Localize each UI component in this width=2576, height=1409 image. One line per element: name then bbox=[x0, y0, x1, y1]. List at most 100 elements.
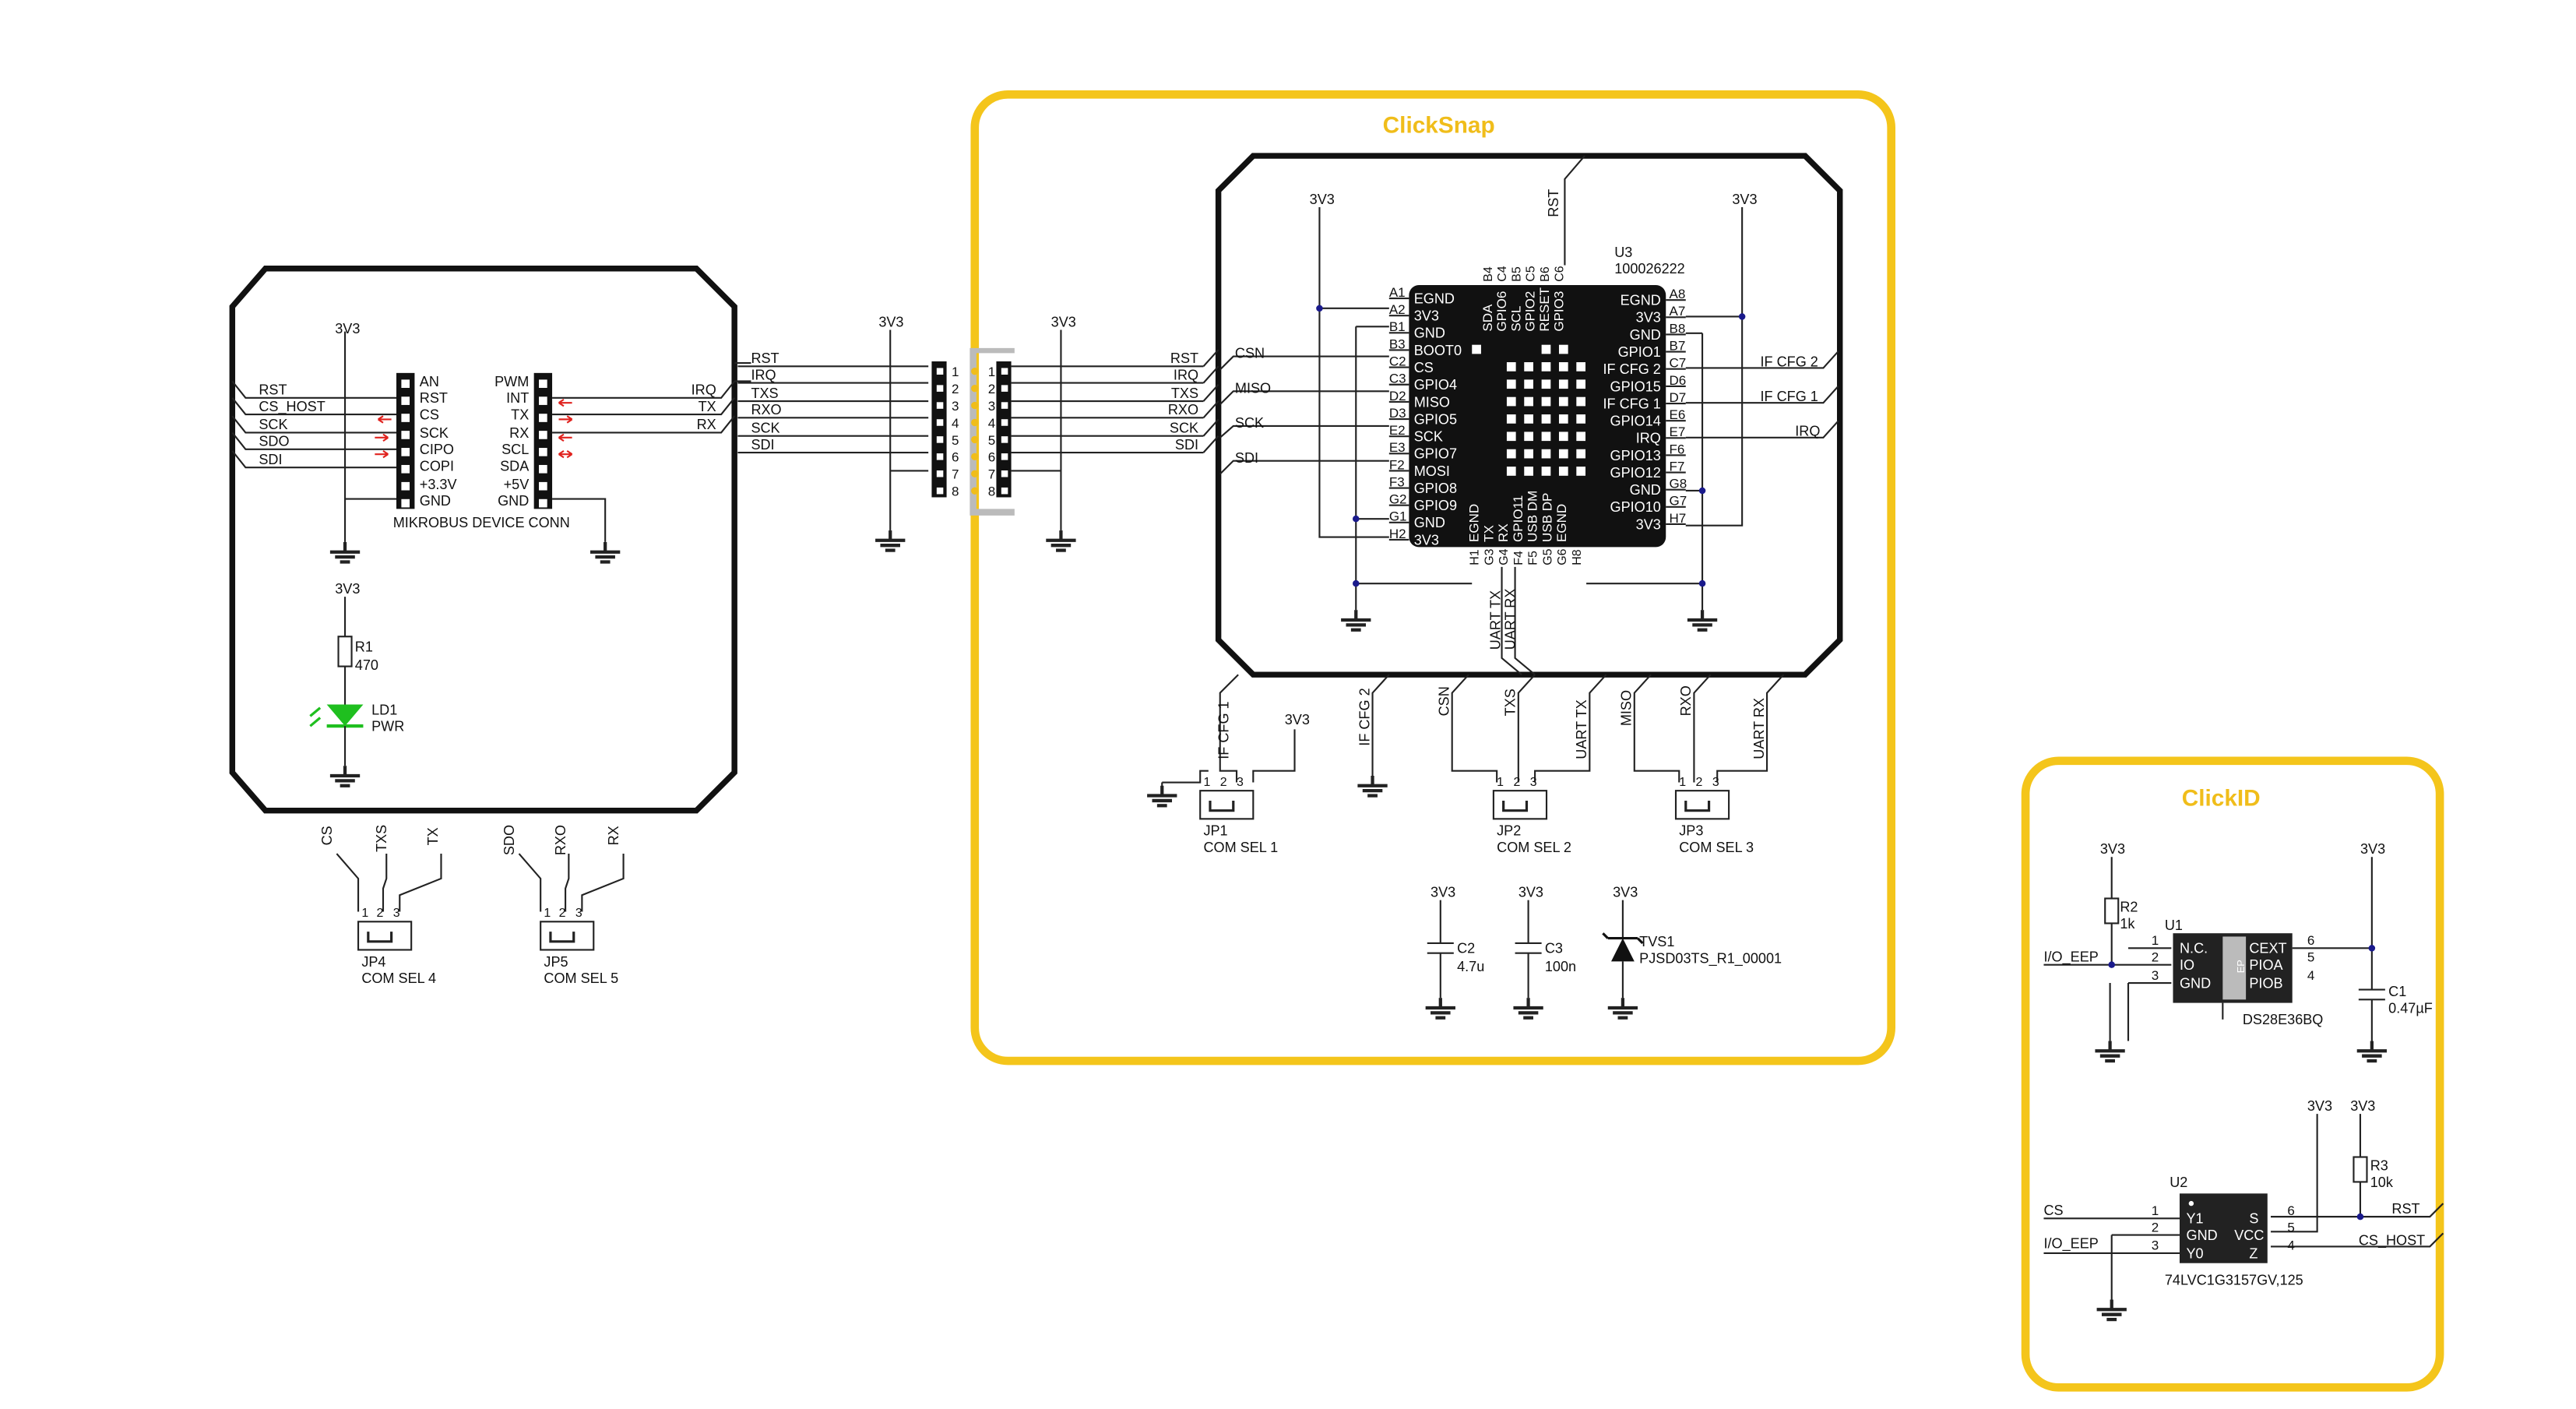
signal-direction-arrows bbox=[375, 399, 573, 459]
u3-right_nets-0-label: IF CFG 2 bbox=[1761, 354, 1818, 369]
conn-pin-number: 5 bbox=[952, 433, 959, 448]
clickid-u2-pins_left-0-label: 1 bbox=[2152, 1203, 2159, 1218]
u3-pin-name: GND bbox=[1630, 327, 1661, 343]
jp3-jumper: MISO RXO UART RX 1 2 3 JP3 COM SEL 3 bbox=[1619, 674, 1785, 855]
u3-part: 100026222 bbox=[1614, 261, 1685, 277]
u3-pin-name: SDA bbox=[1480, 304, 1495, 332]
jumpers-1-label-label: COM SEL 2 bbox=[1497, 840, 1571, 855]
u3-pin-number: E2 bbox=[1389, 423, 1406, 438]
conn-pin-number: 5 bbox=[988, 433, 995, 448]
mb-pin-dot bbox=[401, 498, 410, 508]
u3-ref: U3 bbox=[1614, 245, 1632, 260]
u3-pad bbox=[1576, 414, 1586, 424]
connector-left_nets-5-label: SDI bbox=[751, 437, 774, 453]
clickid-u1-right-1-label: PIOA bbox=[2249, 957, 2283, 973]
u3-pad bbox=[1541, 467, 1551, 476]
clickid-u2-pins_left-2-label: 3 bbox=[2152, 1238, 2159, 1253]
jumpers-0-label-label: COM SEL 1 bbox=[1203, 840, 1278, 855]
mb-pin-scl: SCL bbox=[501, 442, 529, 457]
connector-right_nets-4-label: SCK bbox=[1170, 420, 1198, 435]
conn-pin-number: 1 bbox=[988, 365, 995, 379]
u3-pad bbox=[1524, 432, 1533, 442]
mb-pin-sck: SCK bbox=[420, 425, 449, 441]
u3-left_nets-0-label: CSN bbox=[1235, 346, 1265, 361]
u3-pin-number: B7 bbox=[1669, 338, 1685, 353]
u3-pad bbox=[1506, 432, 1516, 442]
u3-pin-number: C5 bbox=[1525, 266, 1538, 282]
clickid-u1-part-label: DS28E36BQ bbox=[2243, 1012, 2324, 1027]
u3-wiring: 3V3 3V3 CSN MISO SCK SDI IF CFG 2 IF CFG… bbox=[1219, 155, 1839, 676]
u3-pad bbox=[1576, 379, 1586, 389]
conn-pin-marker bbox=[971, 384, 979, 393]
conn-pin-number: 3 bbox=[988, 399, 995, 414]
conn-pin-dot bbox=[936, 402, 944, 409]
u3-pad bbox=[1541, 414, 1551, 424]
power-v33-label: 3V3 bbox=[2360, 841, 2385, 857]
passives-1-ref-label: C3 bbox=[1545, 941, 1563, 956]
u3-left_nets-1-label: MISO bbox=[1235, 380, 1271, 396]
u3-pin-number: H1 bbox=[1469, 549, 1482, 565]
conn-pin-dot bbox=[936, 436, 944, 443]
clicksnap-board-outline bbox=[1215, 153, 1843, 678]
mb-pin-dot bbox=[401, 396, 410, 405]
clickid-nets-io_eep-label: I/O_EEP bbox=[2043, 1236, 2098, 1252]
u3-pin-name: GND bbox=[1630, 482, 1661, 498]
jumper_pins-0-label: 1 bbox=[544, 907, 551, 920]
u3-pin-number: E7 bbox=[1669, 424, 1685, 439]
u3-pin-name: IRQ bbox=[1636, 431, 1661, 446]
clickid-nets-cs_host-label: CS_HOST bbox=[2359, 1232, 2425, 1249]
clickid-frame bbox=[2021, 756, 2444, 1392]
mb-pin-dot bbox=[401, 464, 410, 474]
net-sck: SCK bbox=[259, 417, 287, 432]
jumpers-1-nets-1-label: CSN bbox=[1436, 686, 1452, 716]
u3-pin-number: F4 bbox=[1512, 551, 1526, 565]
clickid-u1-left-1-label: IO bbox=[2180, 957, 2194, 973]
mb-pin-an: AN bbox=[420, 374, 439, 389]
power-v33-label: 3V3 bbox=[1431, 884, 1455, 900]
clickid-u1-ep-label: EP bbox=[2235, 960, 2247, 973]
u3-pin-number: E3 bbox=[1389, 440, 1406, 455]
clickid-u1-pins_right-2-label: 4 bbox=[2307, 968, 2314, 983]
mb-pin-dot bbox=[401, 481, 410, 491]
u3-pin-name: USB DM bbox=[1526, 491, 1540, 542]
mb-pin-copi: COPI bbox=[420, 458, 454, 474]
u3-pad bbox=[1558, 449, 1568, 459]
u3-pin-name: IF CFG 1 bbox=[1603, 396, 1661, 411]
mb-pin-cipo: CIPO bbox=[420, 442, 454, 457]
u3-pad bbox=[1541, 344, 1551, 354]
u3-pin-name: GPIO6 bbox=[1494, 291, 1509, 332]
connector-right_nets-5-label: SDI bbox=[1175, 437, 1198, 453]
u3-pin-number: H2 bbox=[1389, 527, 1406, 541]
conn-pin-number: 6 bbox=[952, 450, 959, 465]
u3-pad bbox=[1576, 432, 1586, 442]
u3-pin-number: C7 bbox=[1669, 356, 1686, 371]
conn-pin-number: 2 bbox=[988, 382, 995, 396]
junction-dot bbox=[1353, 579, 1360, 587]
u3-pad bbox=[1541, 449, 1551, 459]
clickid-u2-pins_left-1-label: 2 bbox=[2152, 1220, 2159, 1235]
mb-pin-int: INT bbox=[506, 390, 529, 406]
jumpers-2-nets-2-label: UART RX bbox=[1751, 698, 1767, 759]
mb-pin-rx: RX bbox=[509, 425, 529, 441]
clickid-u1-pins_left-2-label: 3 bbox=[2152, 968, 2159, 983]
power-v33-label: 3V3 bbox=[2350, 1098, 2375, 1114]
u3-pin-name: 3V3 bbox=[1414, 532, 1439, 548]
jumpers-4-nets-0-label: SDO bbox=[501, 825, 517, 855]
conn-pin-dot bbox=[1001, 453, 1008, 460]
u3-pad bbox=[1506, 379, 1516, 389]
junction-dot bbox=[1698, 579, 1706, 587]
u3-pin-name: GPIO4 bbox=[1414, 377, 1457, 393]
power-led-circuit: 3V3 R1 470 LD1 PWR bbox=[309, 581, 404, 786]
u3-pad bbox=[1576, 449, 1586, 459]
u3-pad bbox=[1524, 396, 1533, 407]
net-cs-host: CS_HOST bbox=[259, 399, 325, 415]
u3-pin-name: GPIO14 bbox=[1610, 414, 1661, 429]
u3-top_net-label: RST bbox=[1546, 189, 1561, 217]
u3-pin-name: GPIO11 bbox=[1511, 495, 1526, 542]
clickid-u2: 3V3 3V3 R3 10k RST CS_HOST Y1 GND Y0 S V… bbox=[2043, 1098, 2444, 1319]
u3-pad bbox=[1506, 467, 1516, 476]
jumper_pins-1-label: 2 bbox=[1220, 776, 1227, 789]
jp4-ref: JP4 bbox=[361, 954, 385, 970]
conn-pin-number: 7 bbox=[988, 467, 995, 482]
